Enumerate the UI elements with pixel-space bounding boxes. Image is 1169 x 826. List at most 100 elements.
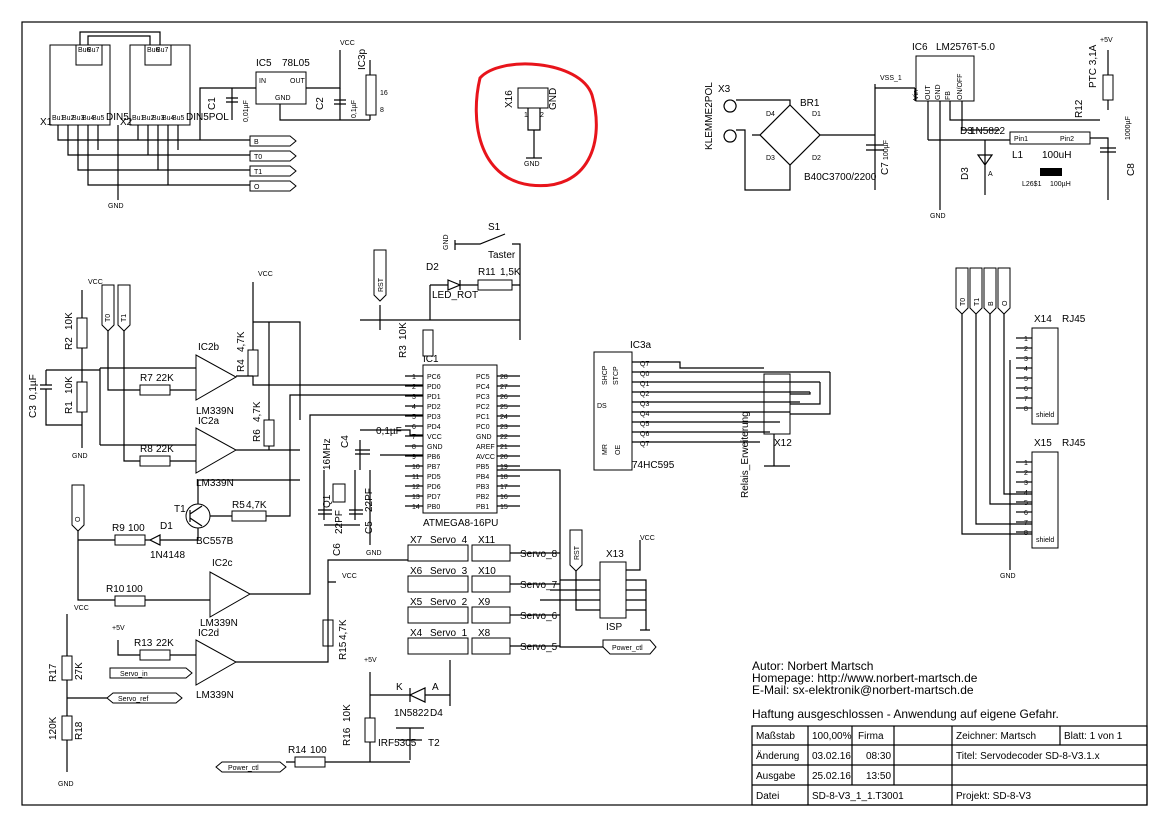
mcu-pin-num-2: 2 [412, 384, 416, 391]
svg-text:LM339N: LM339N [196, 406, 234, 417]
author-homepage: Homepage: http://www.norbert-martsch.de [752, 671, 978, 685]
svg-text:VCC: VCC [640, 535, 655, 542]
svg-text:LED_ROT: LED_ROT [432, 290, 478, 301]
mcu-pin-num-1: 1 [412, 374, 416, 381]
ic5-ref: IC5 [256, 58, 272, 69]
svg-text:10K: 10K [64, 376, 75, 394]
mcu-pin-pd0-left: PD0 [427, 384, 441, 391]
svg-text:T0: T0 [960, 298, 967, 306]
mcu-pin-pd5-left: PD5 [427, 474, 441, 481]
sr-output-5: Q4 [640, 411, 649, 418]
svg-text:D2: D2 [426, 262, 439, 273]
svg-text:GND: GND [548, 88, 559, 110]
svg-text:GND: GND [72, 453, 88, 460]
svg-text:22K: 22K [156, 373, 174, 384]
bus-o: O [254, 184, 260, 191]
svg-text:IN: IN [259, 78, 266, 85]
svg-text:Blatt: 1 von 1: Blatt: 1 von 1 [1064, 731, 1123, 742]
x1-ref: X1 [40, 117, 53, 128]
mcu-pin-num-20: 20 [500, 454, 508, 461]
mcu-pin-pd6-left: PD6 [427, 484, 441, 491]
svg-text:D3: D3 [960, 167, 971, 180]
rj45-x15-pin-6: 6 [1024, 510, 1028, 517]
diode-d4: K A 1N5822 D4 [394, 682, 443, 719]
x2-ref: X2 [120, 117, 133, 128]
servo-side-label: Servo_7 [520, 580, 558, 591]
svg-text:LM339N: LM339N [196, 478, 234, 489]
svg-text:Vin: Vin [913, 90, 920, 100]
bus-b: B [254, 139, 259, 146]
servo-pair-ref: X10 [478, 566, 496, 577]
svg-text:4,7K: 4,7K [338, 619, 349, 640]
svg-text:100µF: 100µF [883, 140, 890, 160]
mcu-pin-pd4-left: PD4 [427, 424, 441, 431]
resistor-r11 [477, 279, 513, 291]
mcu-pin-pd3-left: PD3 [427, 414, 441, 421]
svg-text:MR: MR [602, 444, 609, 455]
svg-text:1N5822: 1N5822 [394, 708, 429, 719]
led-d2: D2 LED_ROT [426, 262, 478, 301]
svg-text:FB: FB [945, 91, 952, 100]
svg-text:R4: R4 [236, 359, 247, 372]
svg-text:74HC595: 74HC595 [632, 460, 675, 471]
connector-x12: X12 Relais_Erweiterung [740, 373, 792, 498]
svg-text:ATMEGA8-16PU: ATMEGA8-16PU [423, 518, 498, 529]
svg-text:Power_ctl: Power_ctl [228, 765, 259, 772]
rj45-x14-pin-3: 3 [1024, 356, 1028, 363]
svg-text:IC2d: IC2d [198, 628, 219, 639]
mcu-pin-pb2-right: PB2 [476, 494, 489, 501]
mcu-pin-pb1-right: PB1 [476, 504, 489, 511]
svg-text:10K: 10K [398, 322, 409, 340]
svg-text:R6: R6 [252, 429, 263, 442]
svg-text:D4: D4 [766, 111, 775, 118]
svg-text:100: 100 [128, 523, 145, 534]
svg-text:Servo_in: Servo_in [120, 671, 148, 678]
svg-text:10K: 10K [342, 704, 353, 722]
svg-text:R8: R8 [140, 444, 153, 455]
connector-x16: X16 GND 1 2 GND [504, 87, 559, 168]
svg-text:IRF5305: IRF5305 [378, 738, 417, 749]
mosfet-t2: IRF5305 T2 [378, 727, 440, 749]
x1-pin-bu3: Bu3 [72, 115, 85, 122]
svg-text:L1: L1 [1012, 150, 1024, 161]
x2-pin-bu1: Bu1 [132, 115, 145, 122]
mcu-pin-avcc-right: AVCC [476, 454, 495, 461]
svg-text:IC1: IC1 [423, 354, 439, 365]
rj45-bus-flags: T0 T1 B O [955, 267, 1011, 315]
svg-text:STCP: STCP [613, 366, 620, 385]
svg-text:13:50: 13:50 [866, 771, 891, 782]
mcu-pin-pd7-left: PD7 [427, 494, 441, 501]
svg-text:D4: D4 [430, 708, 443, 719]
svg-text:R17: R17 [48, 663, 59, 682]
svg-text:IC6: IC6 [912, 42, 928, 53]
svg-text:OUT: OUT [290, 78, 306, 85]
connector-x3: X3 KLEMME2POL [704, 82, 737, 150]
svg-text:22K: 22K [156, 444, 174, 455]
svg-text:Maßstab: Maßstab [756, 731, 795, 742]
diode-d1 [148, 534, 161, 546]
mcu-pin-pc4-right: PC4 [476, 384, 490, 391]
mcu-pin-num-12: 12 [412, 484, 420, 491]
servo-conn-ref: X6 [410, 566, 423, 577]
servo-conn-ref: X5 [410, 597, 423, 608]
svg-text:Datei: Datei [756, 791, 779, 802]
svg-text:D3: D3 [960, 126, 973, 137]
svg-text:C7: C7 [880, 162, 891, 175]
svg-text:X13: X13 [606, 549, 624, 560]
svg-text:O: O [75, 516, 82, 522]
mcu-pin-num-13: 13 [412, 494, 420, 501]
svg-text:R14: R14 [288, 745, 307, 756]
x2-pin-bu5: Bu5 [172, 115, 185, 122]
svg-text:GND: GND [443, 234, 450, 250]
svg-text:C8: C8 [1126, 163, 1137, 176]
svg-text:C6: C6 [332, 543, 343, 556]
svg-text:A: A [988, 171, 993, 178]
rj45-x14-pin-8: 8 [1024, 406, 1028, 413]
servo-label: Servo_4 [430, 535, 468, 546]
rj45-x15-pin-1: 1 [1024, 460, 1028, 467]
svg-text:R3: R3 [398, 345, 409, 358]
